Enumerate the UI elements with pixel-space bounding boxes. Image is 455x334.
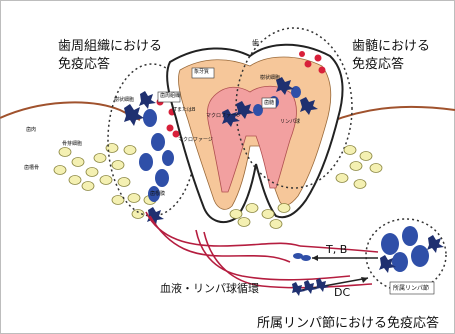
dentin-label: 象牙質 (194, 68, 209, 75)
pulp-heading-line1: 歯髄における (352, 38, 430, 55)
lymph-node-heading: 所属リンパ節における免疫応答 (257, 315, 439, 332)
pulp-label: 歯髄 (264, 99, 274, 106)
tb-arrow-label: T, B (326, 243, 347, 256)
t-or-b-label: TまたはB (174, 106, 196, 113)
periodontal-heading-line2: 免疫応答 (58, 56, 110, 73)
dc-arrow-label: DC (334, 286, 350, 299)
periodontal-tissue-label: 歯周組織 (160, 92, 180, 99)
gingiva-label: 歯肉 (26, 126, 36, 133)
circulation-label: 血液・リンパ球循環 (160, 280, 259, 296)
pdl-label: 歯根膜 (150, 190, 165, 197)
alveolar-bone-label: 歯槽骨 (24, 164, 39, 171)
dendritic-perio-label: 樹状細胞 (114, 96, 134, 103)
lymph-node-box-label: 所属リンパ節 (393, 283, 429, 292)
pulp-heading-line2: 免疫応答 (352, 56, 404, 73)
macrophage-pulp-label: マクロファージ (206, 112, 241, 119)
osteoblast-label: 骨芽細胞 (62, 140, 82, 147)
periodontal-heading-line1: 歯周組織における (58, 38, 162, 55)
lymphocyte-label: リンパ球 (280, 118, 300, 125)
macrophage-perio-label: マクロファージ (178, 136, 213, 143)
tooth-label: 歯 (252, 38, 259, 48)
dendritic-pulp-label: 樹状細胞 (260, 74, 280, 81)
